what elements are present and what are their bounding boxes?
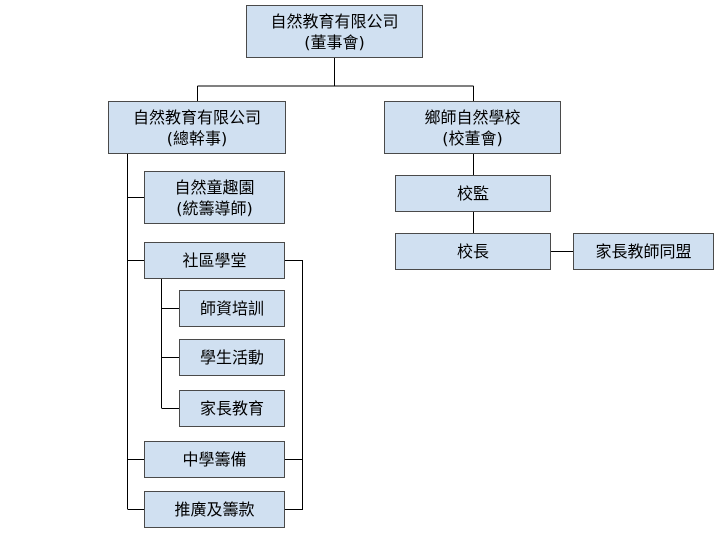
pta-label: 家長教師同盟 [595,242,692,261]
kindergarten-name: 自然童趣園 [174,177,255,197]
parent-education-label: 家長教育 [199,399,264,418]
connector-board-branch [197,58,474,101]
connector-company-spine [127,154,144,510]
company-gm-box: 自然教育有限公司 (總幹事) [108,101,286,154]
teacher-training-box: 師資培訓 [179,290,285,327]
promotion-fundraising-box: 推廣及籌款 [144,491,285,528]
parent-education-box: 家長教育 [179,390,285,427]
connector-school-chain [473,154,573,252]
supervisor-label: 校監 [456,184,489,203]
secondary-prep-label: 中學籌備 [182,450,247,469]
company-gm-role: (總幹事) [166,128,228,148]
kindergarten-role: (統籌導師) [176,198,253,218]
school-board-name: 鄉師自然學校 [424,107,521,127]
secondary-prep-box: 中學籌備 [144,441,285,478]
pta-box: 家長教師同盟 [573,233,714,270]
board-box: 自然教育有限公司 (董事會) [246,5,423,58]
student-activities-label: 學生活動 [199,348,264,367]
principal-label: 校長 [456,242,489,261]
teacher-training-label: 師資培訓 [199,299,264,318]
student-activities-box: 學生活動 [179,339,285,376]
kindergarten-box: 自然童趣園 (統籌導師) [144,171,285,224]
school-board-role: (校董會) [442,128,503,148]
supervisor-box: 校監 [395,175,551,212]
board-name: 自然教育有限公司 [270,11,399,31]
connector-community-spine [161,279,179,409]
company-gm-name: 自然教育有限公司 [132,107,261,127]
community-school-label: 社區學堂 [182,251,247,270]
community-school-box: 社區學堂 [144,242,285,279]
principal-box: 校長 [395,233,551,270]
board-role: (董事會) [304,32,365,52]
connector-right-bracket [285,260,303,510]
school-board-box: 鄉師自然學校 (校董會) [384,101,561,154]
promotion-fundraising-label: 推廣及籌款 [174,500,255,519]
